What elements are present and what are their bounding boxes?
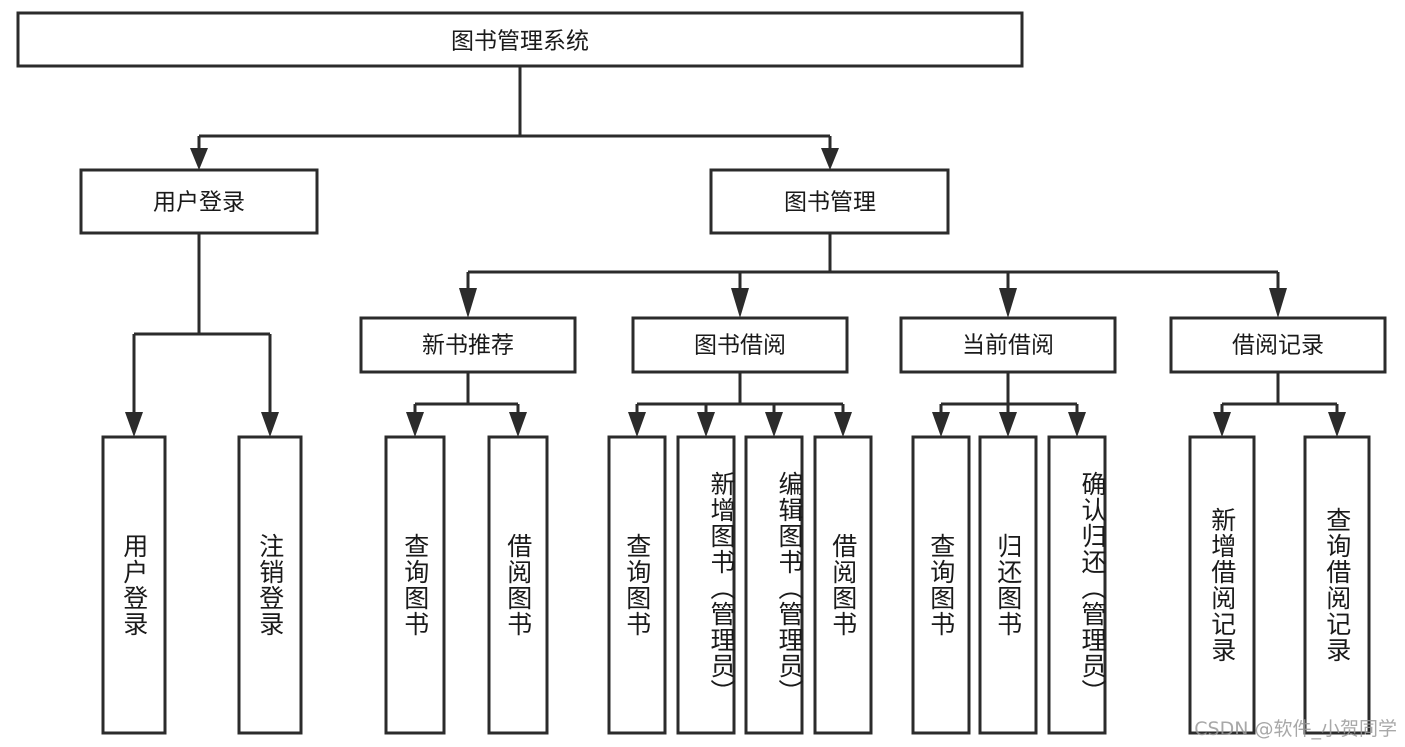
leaf-borrow-record-1[interactable] [1188, 435, 1256, 735]
label-book-borrow: 图书借阅 [694, 333, 786, 359]
label-book-manage: 图书管理 [784, 190, 876, 216]
leaf-book-borrow-1[interactable] [607, 435, 667, 735]
arrowhead-bb-leaf-2 [697, 412, 715, 437]
arrowhead-bb-leaf-1 [628, 412, 646, 437]
arrowhead-bb-leaf-3 [765, 412, 783, 437]
leaf-user-login-1[interactable] [101, 435, 167, 735]
label-current-borrow: 当前借阅 [962, 333, 1054, 359]
arrowhead-user-login [190, 148, 208, 170]
node-new-book-recommend[interactable] [359, 316, 577, 374]
leaf-borrow-record-2[interactable] [1303, 435, 1371, 735]
arrowhead-book-borrow [731, 288, 749, 318]
node-user-login[interactable] [79, 168, 319, 235]
node-book-borrow[interactable] [631, 316, 849, 374]
node-root[interactable] [16, 11, 1024, 68]
arrowhead-new-book [459, 288, 477, 318]
arrowhead-cb-leaf-2 [999, 412, 1017, 437]
arrowhead-br-leaf-1 [1213, 412, 1231, 437]
connector-layer [125, 66, 1346, 437]
label-borrow-record: 借阅记录 [1232, 333, 1324, 359]
arrowhead-bb-leaf-4 [834, 412, 852, 437]
arrowhead-nb-leaf-1 [406, 412, 424, 437]
label-new-book-recommend: 新书推荐 [422, 333, 514, 359]
leaf-book-borrow-2[interactable] [676, 435, 736, 735]
arrowhead-borrow-record [1269, 288, 1287, 318]
leaf-new-book-1[interactable] [384, 435, 446, 735]
arrowhead-leaf-user-login [125, 412, 143, 437]
leaf-new-book-2[interactable] [487, 435, 549, 735]
leaf-user-login-2[interactable] [237, 435, 303, 735]
arrowhead-br-leaf-2 [1328, 412, 1346, 437]
node-current-borrow[interactable] [899, 316, 1117, 374]
label-root: 图书管理系统 [451, 29, 589, 55]
arrowhead-book-manage [821, 148, 839, 170]
arrowhead-leaf-logout [261, 412, 279, 437]
horizontal-label-layer: 图书管理系统 用户登录 图书管理 新书推荐 图书借阅 当前借阅 借阅记录 [153, 29, 1324, 359]
arrowhead-cb-leaf-3 [1068, 412, 1086, 437]
label-user-login: 用户登录 [153, 190, 245, 216]
node-borrow-record[interactable] [1169, 316, 1387, 374]
leaf-book-borrow-4[interactable] [813, 435, 873, 735]
node-layer [16, 11, 1387, 735]
leaf-current-borrow-3[interactable] [1047, 435, 1107, 735]
leaf-current-borrow-1[interactable] [911, 435, 971, 735]
csdn-watermark: CSDN @软件_小贺同学 [1194, 718, 1397, 740]
arrowhead-current-borrow [999, 288, 1017, 318]
leaf-current-borrow-2[interactable] [978, 435, 1038, 735]
node-book-manage[interactable] [709, 168, 950, 235]
leaf-book-borrow-3[interactable] [744, 435, 804, 735]
arrowhead-nb-leaf-2 [509, 412, 527, 437]
arrowhead-cb-leaf-1 [932, 412, 950, 437]
